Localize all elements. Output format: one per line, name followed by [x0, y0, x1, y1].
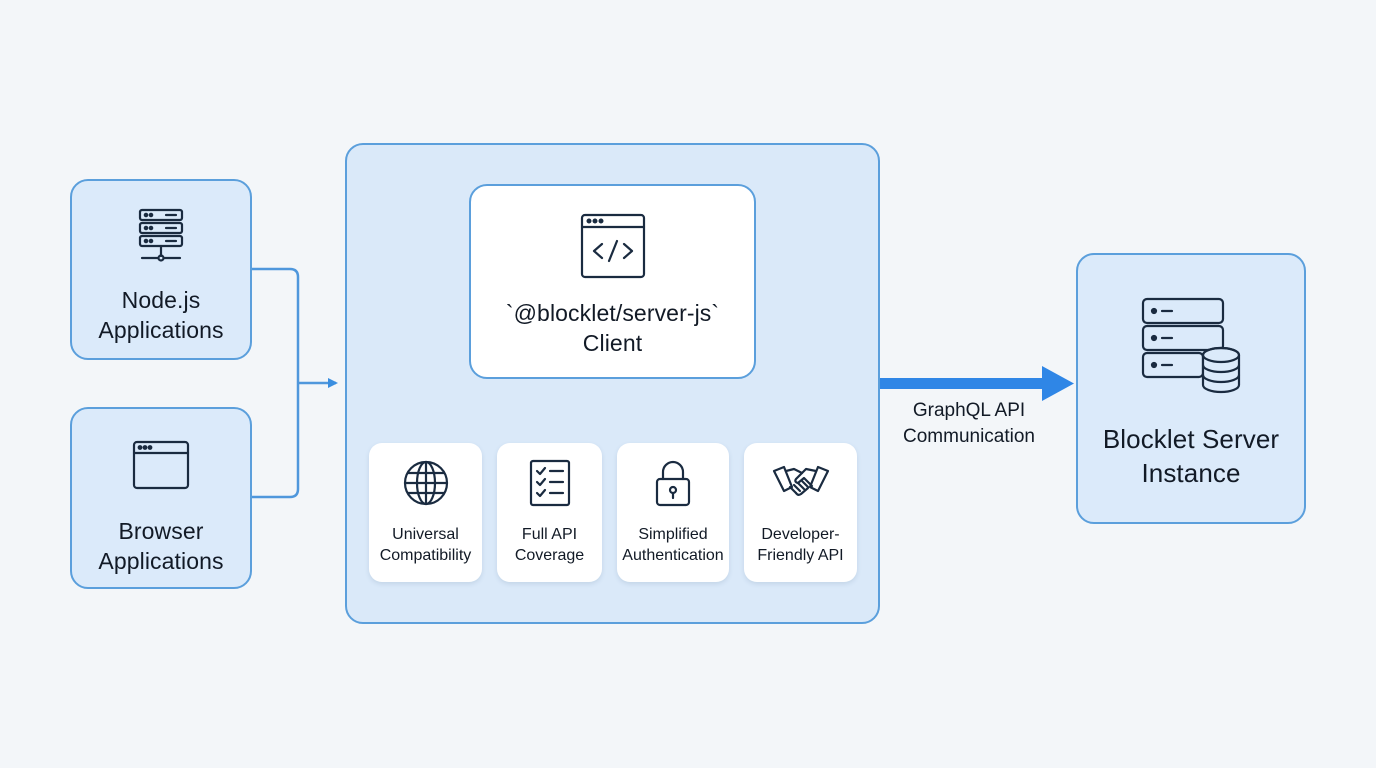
feature-developer-friendly-api: Developer- Friendly API: [744, 443, 857, 582]
server-rack-icon: [136, 208, 186, 269]
comm-label-line2: Communication: [903, 426, 1035, 447]
feature-full-api-coverage: Full API Coverage: [497, 443, 602, 582]
node-connector: [252, 267, 300, 383]
feature-label-line1: Simplified: [638, 526, 708, 543]
server-database-icon: [1140, 297, 1242, 402]
client-label-line1: `@blocklet/server-js`: [505, 300, 720, 326]
nodejs-label-line2: Applications: [98, 317, 224, 343]
server-label-line1: Blocklet Server: [1102, 424, 1280, 454]
feature-label-line2: Coverage: [514, 547, 585, 564]
browser-window-icon: [132, 440, 190, 495]
padlock-icon: [653, 459, 693, 512]
handshake-icon: [772, 459, 830, 512]
feature-simplified-authentication: Simplified Authentication: [617, 443, 729, 582]
browser-applications-label: Browser Applications: [98, 516, 223, 576]
server-js-client-box: `@blocklet/server-js` Client: [469, 184, 756, 379]
server-label-line2: Instance: [1141, 458, 1241, 488]
feature-label-line1: Universal: [392, 526, 459, 543]
globe-icon: [402, 459, 450, 512]
feature-label-line1: Full API: [521, 526, 578, 543]
feature-label-line2: Authentication: [622, 547, 724, 564]
checklist-icon: [528, 459, 572, 512]
browser-connector: [252, 383, 300, 499]
feature-label: Full API Coverage: [515, 524, 584, 566]
feature-label: Developer- Friendly API: [757, 524, 843, 566]
feature-label: Simplified Authentication: [622, 524, 723, 566]
nodejs-label-line1: Node.js: [121, 287, 201, 313]
api-arrow-head: [1042, 366, 1074, 401]
comm-label-line1: GraphQL API: [912, 400, 1026, 421]
blocklet-server-instance-box: Blocklet Server Instance: [1076, 253, 1306, 524]
server-instance-label: Blocklet Server Instance: [1103, 422, 1279, 490]
client-label: `@blocklet/server-js` Client: [506, 298, 719, 358]
browser-label-line2: Applications: [98, 548, 224, 574]
client-label-line2: Client: [582, 330, 643, 356]
graphql-api-communication-label: GraphQL API Communication: [880, 398, 1058, 450]
browser-label-line1: Browser: [118, 518, 204, 544]
feature-universal-compatibility: Universal Compatibility: [369, 443, 482, 582]
api-arrow-shaft: [880, 378, 1046, 389]
feature-label-line2: Compatibility: [379, 547, 472, 564]
feature-label-line2: Friendly API: [757, 547, 844, 564]
feature-label-line1: Developer-: [761, 526, 840, 543]
browser-applications-box: Browser Applications: [70, 407, 252, 589]
nodejs-applications-box: Node.js Applications: [70, 179, 252, 360]
code-window-icon: [580, 213, 646, 284]
nodejs-applications-label: Node.js Applications: [98, 285, 223, 345]
feature-label: Universal Compatibility: [380, 524, 472, 566]
